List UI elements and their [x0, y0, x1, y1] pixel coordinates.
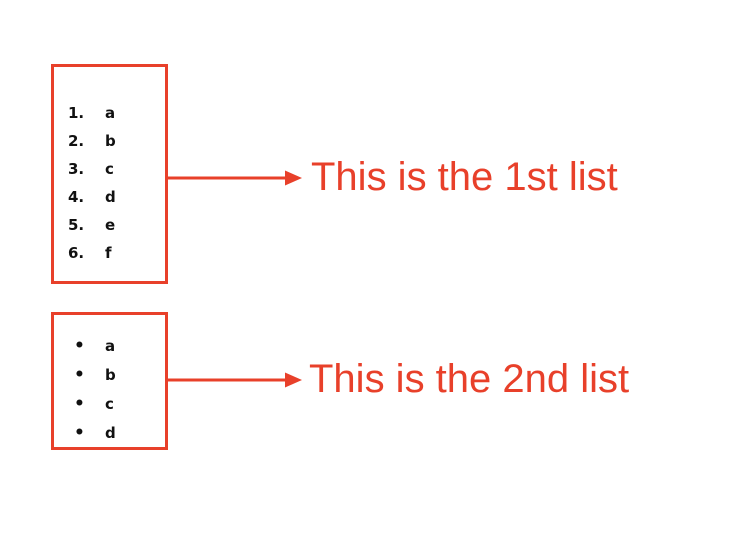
list-item-label: d: [105, 424, 116, 442]
first-list-label: This is the 1st list: [311, 155, 618, 199]
list-item-label: d: [105, 188, 116, 206]
list-marker: 3.: [68, 160, 85, 178]
list-item: • b: [54, 361, 165, 390]
list-marker: 5.: [68, 216, 85, 234]
list-item-label: b: [105, 366, 116, 384]
list-item: • c: [54, 390, 165, 419]
unordered-list-box: • a • b • c • d: [51, 312, 168, 450]
second-list-label: This is the 2nd list: [309, 357, 630, 401]
arrow-to-second-label: [166, 368, 306, 392]
list-item-label: e: [105, 216, 116, 234]
list-marker: 4.: [68, 188, 85, 206]
bullet-icon: •: [74, 365, 85, 385]
list-marker: 6.: [68, 244, 85, 262]
list-marker: 1.: [68, 104, 85, 122]
list-item: 2. b: [54, 127, 165, 155]
list-item-label: c: [105, 395, 114, 413]
bullet-icon: •: [74, 394, 85, 414]
bullet-icon: •: [74, 423, 85, 443]
list-item: 5. e: [54, 211, 165, 239]
ordered-list-box: 1. a 2. b 3. c 4. d 5. e 6. f: [51, 64, 168, 284]
list-item-label: a: [105, 104, 116, 122]
list-item: 4. d: [54, 183, 165, 211]
list-item-label: b: [105, 132, 116, 150]
arrow-to-first-label: [166, 166, 306, 190]
list-item-label: f: [105, 244, 112, 262]
list-item: 1. a: [54, 99, 165, 127]
unordered-list: • a • b • c • d: [54, 315, 165, 448]
list-marker: 2.: [68, 132, 85, 150]
bullet-icon: •: [74, 336, 85, 356]
ordered-list: 1. a 2. b 3. c 4. d 5. e 6. f: [54, 67, 165, 267]
list-item: 6. f: [54, 239, 165, 267]
list-item: • d: [54, 419, 165, 448]
list-item-label: c: [105, 160, 114, 178]
list-item: • a: [54, 332, 165, 361]
list-item-label: a: [105, 337, 116, 355]
list-item: 3. c: [54, 155, 165, 183]
